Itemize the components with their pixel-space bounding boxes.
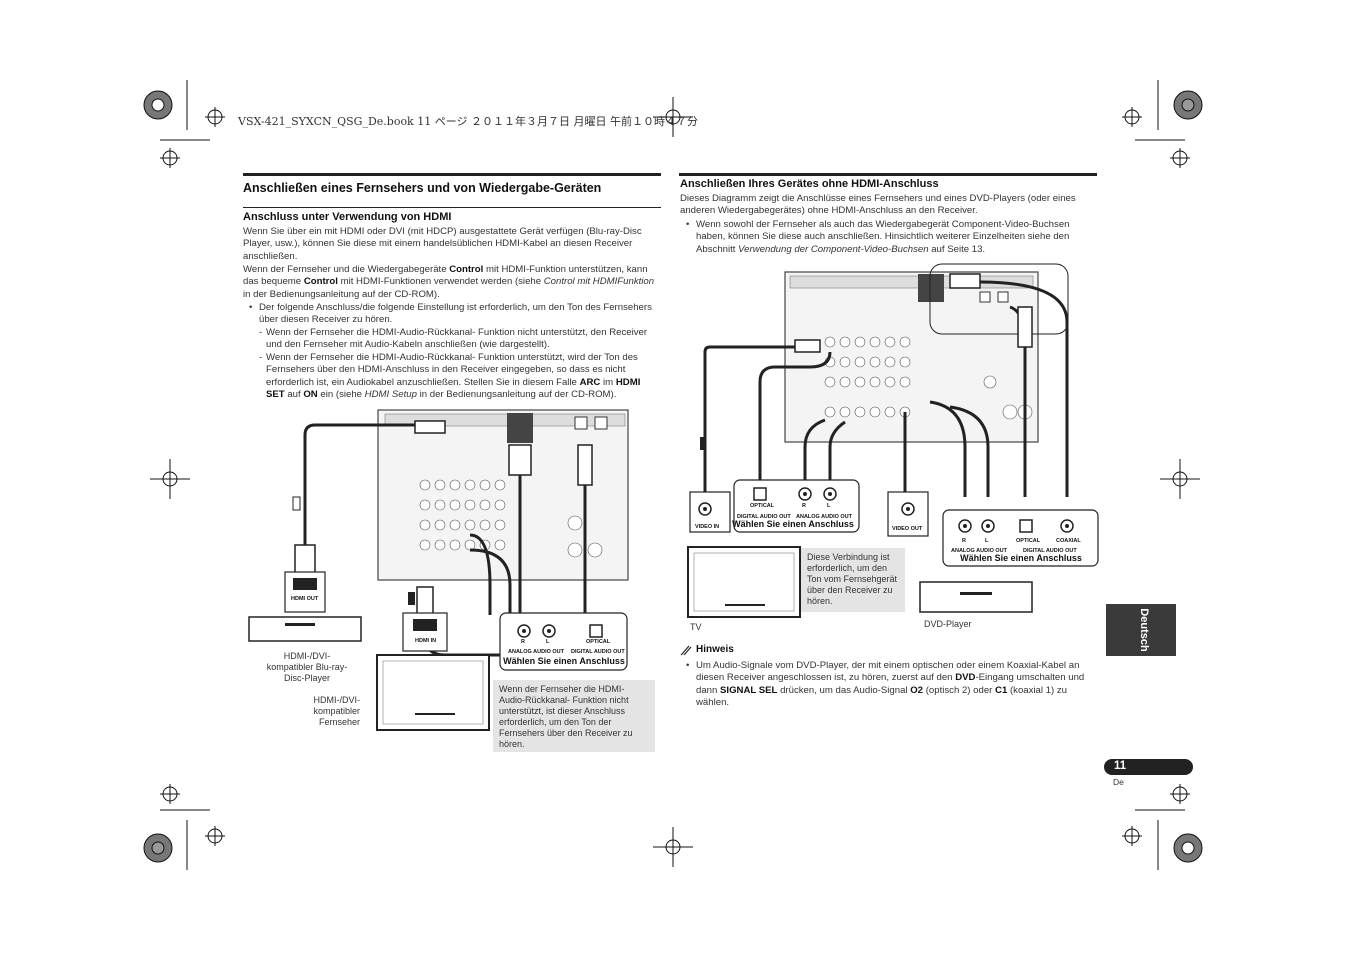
svg-text:L: L <box>827 503 831 509</box>
svg-text:VIDEO OUT: VIDEO OUT <box>892 526 923 532</box>
file-header-line: VSX-421_SYXCN_QSG_De.book 11 ページ ２０１１年３月… <box>238 115 698 128</box>
svg-text:HDMI OUT: HDMI OUT <box>291 596 319 602</box>
svg-text:OPTICAL: OPTICAL <box>1016 538 1041 544</box>
hint-text: Um Audio-Signale vom DVD-Player, der mit… <box>696 660 1085 709</box>
paragraph-control: Wenn der Fernseher und die Wiedergabeger… <box>243 264 655 300</box>
svg-text:R: R <box>521 639 525 645</box>
hdmi-connection-diagram: HDMI OUT HDMI IN R L OPTICAL ANALOG AUDI… <box>248 409 629 731</box>
language-tab: Deutsch <box>1106 604 1176 656</box>
dash-marker: - <box>259 327 263 338</box>
note-pencil-icon <box>680 644 692 656</box>
svg-text:R: R <box>802 503 806 509</box>
hint-title: Hinweis <box>696 644 734 655</box>
page-language: De <box>1113 777 1124 787</box>
section-rule <box>679 173 1097 176</box>
paragraph-no-hdmi: Dieses Diagramm zeigt die Anschlüsse ein… <box>680 193 1076 217</box>
bullet-text: Der folgende Anschluss/die folgende Eins… <box>259 302 652 326</box>
paragraph-hdmi-intro: Wenn Sie über ein mit HDMI oder DVI (mit… <box>243 226 642 262</box>
svg-text:ANALOG AUDIO OUT: ANALOG AUDIO OUT <box>951 548 1008 554</box>
tv-caption-left: HDMI-/DVI- kompatibler Fernseher <box>313 695 360 727</box>
svg-text:ANALOG AUDIO OUT: ANALOG AUDIO OUT <box>796 514 853 520</box>
dash-marker: - <box>259 352 263 363</box>
subsection-rule <box>243 207 661 208</box>
svg-text:L: L <box>985 538 989 544</box>
bullet-component: Wenn sowohl der Fernseher als auch das W… <box>696 219 1070 255</box>
section-title: Anschließen eines Fernsehers und von Wie… <box>243 181 602 195</box>
bullet-item: • <box>686 219 690 230</box>
svg-text:DIGITAL AUDIO OUT: DIGITAL AUDIO OUT <box>571 649 625 655</box>
dvd-player-caption: DVD-Player <box>924 619 972 629</box>
subsection-title-right: Anschließen Ihres Gerätes ohne HDMI-Ansc… <box>680 178 939 190</box>
svg-text:HDMI IN: HDMI IN <box>415 638 436 644</box>
subsection-title: Anschluss unter Verwendung von HDMI <box>243 211 452 223</box>
dash-text-2: Wenn der Fernseher die HDMI-Audio-Rückka… <box>266 352 641 401</box>
bullet-item: • <box>686 660 690 671</box>
svg-text:OPTICAL: OPTICAL <box>750 503 775 509</box>
svg-text:DIGITAL AUDIO OUT: DIGITAL AUDIO OUT <box>1023 548 1077 554</box>
dash-text-1: Wenn der Fernseher die HDMI-Audio-Rückka… <box>266 327 648 351</box>
section-rule <box>243 173 661 176</box>
svg-text:L: L <box>546 639 550 645</box>
page-number-badge: 11 <box>1104 759 1193 775</box>
svg-text:OPTICAL: OPTICAL <box>586 639 611 645</box>
svg-text:ANALOG AUDIO OUT: ANALOG AUDIO OUT <box>508 649 565 655</box>
svg-text:COAXIAL: COAXIAL <box>1056 538 1081 544</box>
tv-caption-right: TV <box>690 622 702 632</box>
bullet-item: • <box>249 302 253 313</box>
svg-text:DIGITAL AUDIO OUT: DIGITAL AUDIO OUT <box>737 514 791 520</box>
choose-connection-label-dvd: Wählen Sie einen Anschluss <box>960 553 1082 563</box>
svg-text:VIDEO IN: VIDEO IN <box>695 524 719 530</box>
tv-audio-note: Diese Verbindung ist erforderlich, um de… <box>801 548 905 612</box>
bluray-player-caption: HDMI-/DVI- kompatibler Blu-ray- Disc-Pla… <box>266 651 348 683</box>
choose-connection-label-tv: Wählen Sie einen Anschluss <box>732 519 854 529</box>
svg-text:R: R <box>962 538 966 544</box>
choose-connection-label-left: Wählen Sie einen Anschluss <box>503 656 625 666</box>
arc-note: Wenn der Fernseher die HDMI-Audio-Rückka… <box>493 680 655 752</box>
analog-connection-diagram: VIDEO IN OPTICAL R L DIGITAL AUDIO OUT A… <box>687 263 1099 618</box>
